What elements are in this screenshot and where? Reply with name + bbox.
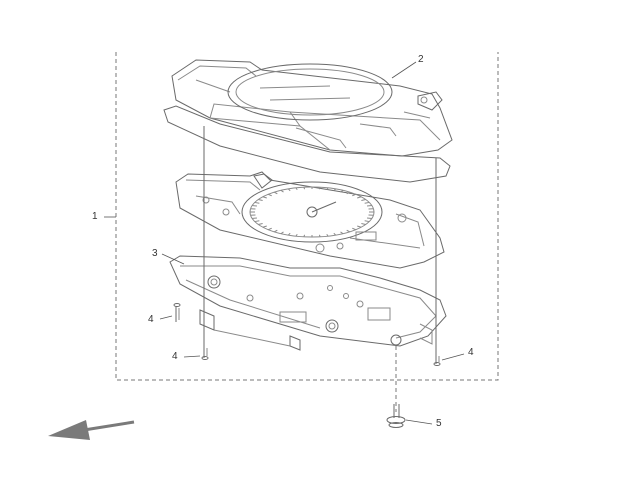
dial-tick	[361, 199, 366, 201]
dial-tick	[258, 223, 263, 225]
screw-lower-left	[201, 346, 209, 360]
dial-tick	[352, 193, 357, 197]
dial-tick	[267, 227, 272, 231]
dial-tick	[258, 199, 263, 201]
upper-cover	[171, 59, 453, 157]
dial-tick	[346, 191, 350, 195]
meter-plate	[175, 171, 445, 269]
dial-tick	[287, 188, 291, 192]
dial-tick	[295, 187, 298, 191]
dial-tick	[287, 232, 291, 236]
screw-right	[433, 354, 441, 366]
dial-tick	[333, 188, 337, 192]
dial-tick	[280, 231, 284, 235]
dial-tick	[295, 233, 298, 237]
dial-tick	[274, 229, 278, 233]
dial-tick	[333, 232, 337, 236]
dial-tick	[326, 187, 329, 191]
callout-5: 5	[436, 418, 442, 429]
dial-tick	[357, 225, 362, 228]
dial-tick	[346, 229, 350, 233]
front-direction-arrow-icon	[48, 420, 135, 440]
callout-3: 3	[152, 248, 158, 259]
dial-tick	[262, 196, 267, 199]
screw-upper-left	[173, 303, 181, 322]
dial-tick	[364, 220, 370, 223]
dial-tick	[361, 223, 366, 225]
dial-tick	[364, 201, 370, 204]
dial-tick	[340, 189, 344, 193]
callout-2: 2	[418, 54, 424, 65]
dial-tick	[280, 189, 284, 193]
dial-tick	[303, 234, 306, 237]
lower-case	[169, 255, 447, 351]
callout-4-lower-left: 4	[172, 351, 178, 362]
callout-1: 1	[92, 211, 98, 222]
dial-tick	[252, 217, 257, 219]
dial-tick	[262, 225, 267, 228]
dial-tick	[352, 227, 357, 231]
gasket	[163, 105, 451, 183]
callout-4-upper-left: 4	[148, 314, 154, 325]
dial-tick	[254, 201, 260, 204]
dial-tick	[326, 233, 329, 237]
dial-tick	[274, 191, 278, 195]
assembly-boundary	[115, 52, 499, 381]
bolt-with-washer	[386, 404, 406, 428]
dial-tick	[357, 196, 362, 199]
callout-4-right: 4	[468, 347, 474, 358]
dial-tick	[367, 217, 372, 219]
dial-tick	[340, 231, 344, 235]
dial-tick	[303, 187, 306, 190]
dial-tick	[252, 205, 257, 207]
dial-tick	[367, 205, 372, 207]
dial-tick	[318, 187, 321, 190]
dial-tick	[318, 234, 321, 237]
dial-tick	[267, 193, 272, 197]
dial-tick	[254, 220, 260, 223]
